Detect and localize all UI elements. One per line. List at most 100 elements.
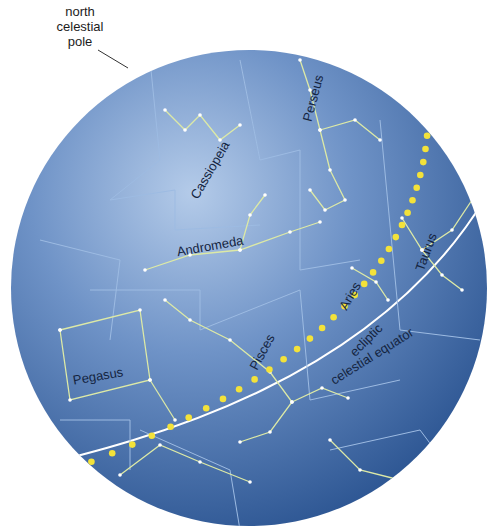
star (320, 386, 324, 390)
ecliptic-dot (409, 197, 416, 204)
star (398, 478, 402, 482)
star (386, 298, 390, 302)
constellation-boundary (110, 60, 160, 200)
star (158, 443, 162, 447)
constellation-figure (402, 218, 462, 290)
ecliptic-dot (386, 246, 393, 253)
ecliptic-dot (422, 146, 429, 153)
star (400, 216, 404, 220)
ecliptic-dot (404, 210, 411, 217)
star (328, 438, 332, 442)
star (298, 58, 302, 62)
ecliptic-dot (109, 450, 116, 457)
star (173, 418, 177, 422)
star (288, 230, 292, 234)
star (318, 128, 322, 132)
star (343, 198, 347, 202)
star (318, 128, 322, 132)
ecliptic-dot (417, 172, 424, 179)
ecliptic-dot (149, 432, 156, 439)
constellation-boundary (240, 60, 260, 160)
ecliptic-dot (307, 335, 314, 342)
ecliptic-dot (203, 405, 210, 412)
constellation-boundary (330, 430, 450, 470)
constellation-boundary (110, 190, 260, 230)
star (198, 460, 202, 464)
star (238, 440, 242, 444)
ecliptic-dot (266, 366, 273, 373)
ecliptic-dot (424, 132, 431, 139)
constellation-figure (330, 440, 400, 480)
ecliptic-dot (393, 234, 400, 241)
star (290, 400, 294, 404)
star (308, 188, 312, 192)
ecliptic-dot (425, 119, 432, 126)
ecliptic-dot (251, 376, 258, 383)
star (374, 280, 378, 284)
constellation-boundary (90, 290, 200, 330)
constellation-figure (240, 195, 265, 250)
ecliptic-dot (88, 458, 95, 465)
constellation-figure (165, 300, 292, 442)
constellation-figure (150, 380, 175, 420)
star (68, 398, 72, 402)
star (58, 328, 62, 332)
constellation-figure (60, 310, 150, 400)
star (163, 108, 167, 112)
star (248, 213, 252, 217)
ecliptic-dot (220, 396, 227, 403)
star (228, 338, 232, 342)
ecliptic-dot (67, 467, 74, 474)
star (328, 168, 332, 172)
star (138, 308, 142, 312)
ecliptic-dot (378, 258, 385, 265)
star (238, 123, 242, 127)
celestial-equator-line (20, 190, 490, 470)
pole-label: north celestial pole (48, 4, 112, 49)
constellation-figure (145, 222, 320, 270)
sky-features (20, 58, 490, 529)
star (450, 228, 454, 232)
star (263, 193, 267, 197)
star (163, 298, 167, 302)
star (183, 128, 187, 132)
star (58, 328, 62, 332)
star (318, 220, 322, 224)
constellation-boundary (260, 150, 360, 270)
ecliptic-dot (330, 314, 337, 321)
star (358, 468, 362, 472)
star (198, 113, 202, 117)
ecliptic-dot (425, 92, 432, 99)
ecliptic-dot (294, 346, 301, 353)
constellation-figure (300, 60, 345, 210)
star (323, 208, 327, 212)
star (470, 198, 474, 202)
constellation-figure (165, 110, 240, 140)
star (353, 118, 357, 122)
ecliptic-dot (319, 325, 326, 332)
ecliptic-dot (370, 269, 377, 276)
star (238, 248, 242, 252)
star (148, 378, 152, 382)
ecliptic-dot (413, 184, 420, 191)
constellation-boundary (140, 430, 240, 529)
star (148, 378, 152, 382)
star (118, 473, 122, 477)
ecliptic-dot (399, 222, 406, 229)
ecliptic-dot (129, 441, 136, 448)
star (460, 288, 464, 292)
star (143, 268, 147, 272)
ecliptic-dot (236, 386, 243, 393)
star (350, 266, 354, 270)
constellation-figure (320, 120, 380, 140)
ecliptic-dot (185, 414, 192, 421)
constellation-boundary (200, 290, 300, 330)
ecliptic-dot (280, 356, 287, 363)
ecliptic-dot (420, 159, 427, 166)
star (346, 396, 350, 400)
star (440, 273, 444, 277)
star (268, 430, 272, 434)
leader-line (98, 50, 128, 68)
ecliptic-dot (425, 105, 432, 112)
constellation-boundary (60, 420, 130, 470)
